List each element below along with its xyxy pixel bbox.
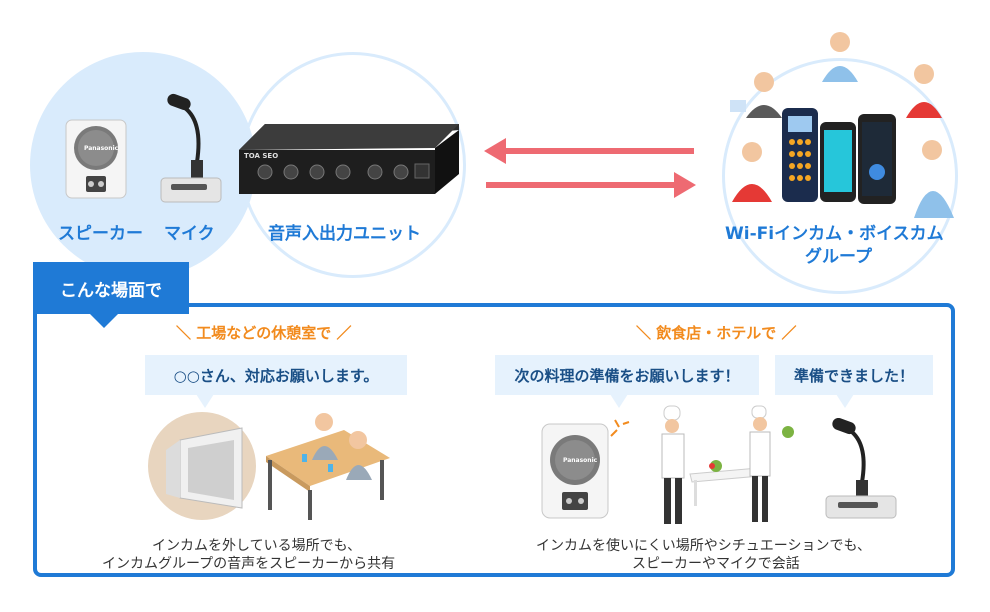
scene-left-title: ＼ 工場などの休憩室で ／ — [176, 324, 352, 342]
scene-left-caption-line1: インカムを外している場所でも、 — [152, 538, 362, 554]
unit-brand-text: TOA SEO — [244, 152, 279, 160]
sound-lines-icon — [610, 419, 630, 437]
break-room-people-image — [266, 413, 390, 520]
arrow-right-icon — [486, 172, 696, 198]
desk-speaker-image — [541, 423, 609, 519]
scene-right-bubble-1-tail — [610, 394, 628, 408]
scenes-tag: こんな場面で — [33, 262, 189, 314]
wall-speaker-image — [148, 412, 256, 520]
person-figure — [730, 72, 782, 118]
chefs-image — [661, 405, 794, 524]
speaker-image — [65, 119, 127, 199]
mic-label: マイク — [164, 224, 215, 244]
scene-left-bubble: ○○さん、対応お願いします。 — [145, 355, 407, 395]
desk-speaker-brand-text: Panasonic — [563, 457, 598, 464]
unit-label: 音声入出力ユニット — [268, 224, 421, 244]
arrow-left-icon — [484, 138, 694, 164]
desk-microphone-image — [825, 418, 897, 519]
scene-right-bubble-1: 次の料理の準備をお願いします！ — [495, 355, 759, 395]
group-label-line2: グループ — [805, 247, 872, 267]
scenes-tag-text: こんな場面で — [60, 280, 162, 301]
scene-right-bubble-2-tail — [836, 394, 854, 408]
microphone-image — [160, 93, 222, 203]
scene-right-caption-line2: スピーカーやマイクで会話 — [632, 556, 800, 572]
scene-right-bubble-2-text: 準備できました！ — [793, 366, 914, 385]
audio-unit-image — [239, 124, 459, 194]
scene-right-bubble-2: 準備できました！ — [775, 355, 933, 395]
scene-left-bubble-text: ○○さん、対応お願いします。 — [173, 366, 379, 385]
speaker-label: スピーカー — [58, 224, 143, 244]
scene-left-caption-line2: インカムグループの音声をスピーカーから共有 — [102, 556, 396, 572]
scene-right-bubble-1-text: 次の料理の準備をお願いします！ — [514, 366, 740, 385]
speaker-brand-text: Panasonic — [84, 145, 119, 152]
group-label-line1: Wi-Fiインカム・ボイスカム — [725, 224, 944, 244]
intercom-group-image — [730, 32, 954, 218]
scene-right-caption-line1: インカムを使いにくい場所やシチュエーションでも、 — [536, 538, 872, 554]
group-circle — [722, 58, 958, 294]
scene-left-bubble-tail — [196, 394, 214, 408]
scene-right-title: ＼ 飲食店・ホテルで ／ — [636, 324, 797, 342]
scenes-tag-pointer — [88, 312, 120, 328]
